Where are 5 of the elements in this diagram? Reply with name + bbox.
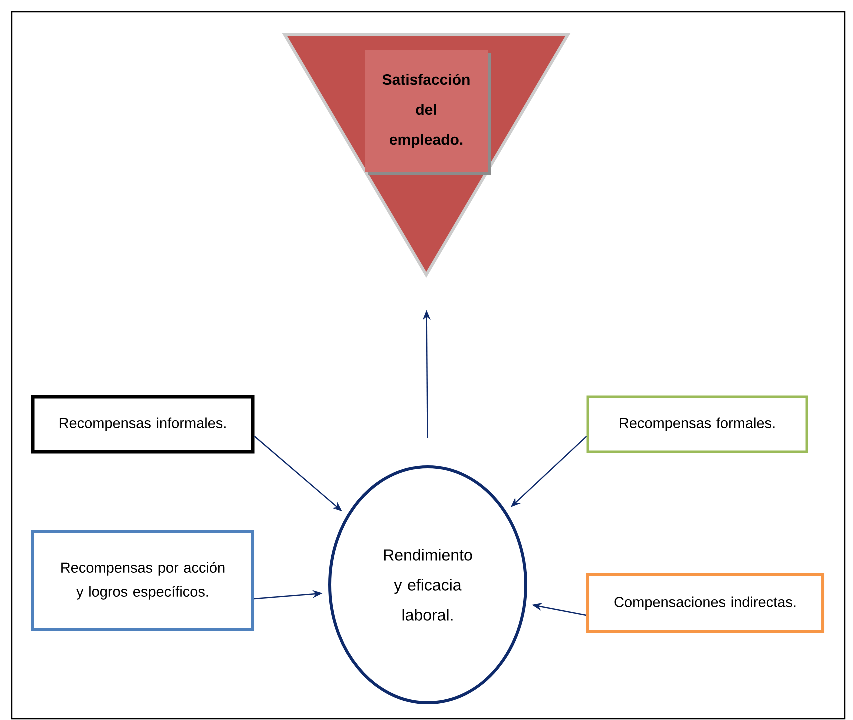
text-box: Compensaciones indirectas. bbox=[586, 574, 825, 634]
text-box: Recompensas formales. bbox=[586, 396, 808, 454]
title-box: Satisfacción del empleado. bbox=[365, 50, 491, 175]
text-box: Recompensas por acción y logros específicos. bbox=[32, 530, 254, 632]
text-box: Recompensas informales. bbox=[31, 395, 255, 454]
